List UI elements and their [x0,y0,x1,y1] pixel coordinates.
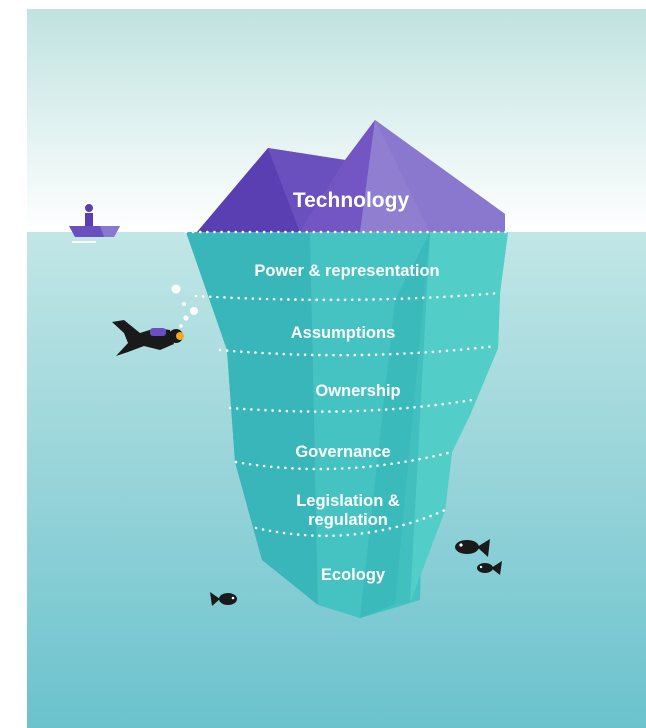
fish-large-icon [455,539,490,557]
layer-label-regulation: regulation [308,511,388,529]
iceberg-body [186,232,508,618]
top-label: Technology [293,189,410,212]
fish-small-icon [477,561,502,575]
iceberg-tip [197,120,505,232]
layer-label-ecology: Ecology [321,566,386,584]
layer-label-ownership: Ownership [315,382,400,400]
layer-label-assumptions: Assumptions [291,324,396,342]
diver-icon [112,284,198,356]
fish-left-icon [210,592,237,606]
layer-label-governance: Governance [295,443,390,461]
layer-label-power: Power & representation [254,262,439,280]
layer-label-legislation: Legislation & [296,492,400,510]
boat-icon [69,204,120,243]
layer-dividers [184,230,510,538]
